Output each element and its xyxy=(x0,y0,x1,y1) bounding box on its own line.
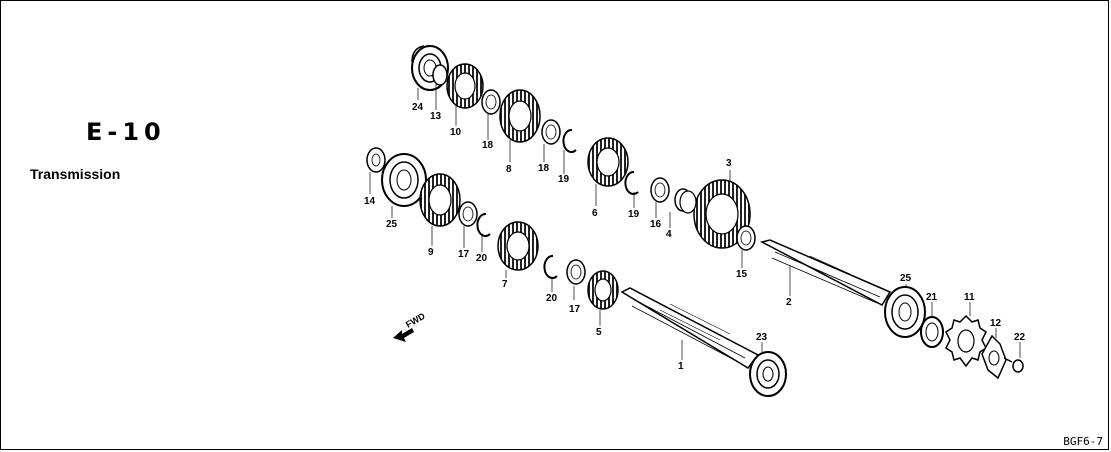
drawing-code: BGF6-7 xyxy=(1063,435,1103,448)
bearing-25-upper xyxy=(381,153,427,207)
fwd-label: FWD xyxy=(404,311,427,330)
callout-8: 8 xyxy=(506,164,512,175)
callout-21: 21 xyxy=(926,292,938,303)
callout-5: 5 xyxy=(596,327,602,338)
callout-2: 2 xyxy=(786,297,792,308)
washer-13 xyxy=(432,64,448,86)
gear-10 xyxy=(446,63,484,109)
callout-25-b: 25 xyxy=(900,273,912,284)
drive-sprocket-11 xyxy=(945,314,987,368)
callout-25-a: 25 xyxy=(386,219,398,230)
callout-6: 6 xyxy=(592,208,598,219)
callout-16: 16 xyxy=(650,219,662,230)
circlip-19-b xyxy=(624,170,639,195)
washer-17-a xyxy=(458,201,478,227)
callout-10: 10 xyxy=(450,127,462,138)
callout-20-a: 20 xyxy=(476,253,488,264)
callout-17-a: 17 xyxy=(458,249,470,260)
leader-lines xyxy=(369,84,1021,360)
callout-19-a: 19 xyxy=(558,174,570,185)
callout-1: 1 xyxy=(678,361,684,372)
callout-3: 3 xyxy=(726,158,732,169)
bolt-22 xyxy=(1003,357,1024,373)
bearing-25-lower xyxy=(884,286,926,338)
gear-7 xyxy=(497,221,539,271)
callout-14: 14 xyxy=(364,196,376,207)
callout-18-a: 18 xyxy=(482,140,494,151)
callout-20-b: 20 xyxy=(546,293,558,304)
circlip-20-b xyxy=(543,254,558,279)
washer-18-b xyxy=(541,119,561,145)
callout-11: 11 xyxy=(964,292,975,303)
section-title: Transmission xyxy=(30,166,121,182)
washer-18-a xyxy=(481,89,501,115)
callout-24: 24 xyxy=(412,102,424,113)
circlip-19-a xyxy=(562,128,577,153)
gear-9 xyxy=(419,173,461,227)
washer-15 xyxy=(736,225,756,251)
mainshaft xyxy=(620,287,760,369)
gear-5 xyxy=(587,270,619,310)
washer-14 xyxy=(366,147,386,173)
section-code: E-10 xyxy=(86,118,166,146)
bearing-23 xyxy=(749,351,787,397)
washer-17-b xyxy=(566,259,586,285)
callout-15: 15 xyxy=(736,269,748,280)
oil-seal-21 xyxy=(920,316,944,348)
gear-6 xyxy=(587,137,629,187)
gear-3 xyxy=(693,179,751,249)
callout-numbers: 24 13 10 18 8 18 19 6 19 16 4 3 15 2 14 … xyxy=(364,102,1026,372)
callout-23: 23 xyxy=(756,332,768,343)
fixing-plate-12 xyxy=(981,334,1007,380)
callout-18-b: 18 xyxy=(538,163,550,174)
bushing-4 xyxy=(674,188,697,214)
callout-19-b: 19 xyxy=(628,209,640,220)
circlip-20-a xyxy=(476,212,491,237)
callout-13: 13 xyxy=(430,111,442,122)
callout-7: 7 xyxy=(502,279,508,290)
callout-4: 4 xyxy=(666,229,672,240)
callout-17-b: 17 xyxy=(569,304,581,315)
callout-12: 12 xyxy=(990,318,1002,329)
washer-16 xyxy=(650,177,670,203)
fwd-arrow-icon: FWD xyxy=(393,311,427,342)
gear-8 xyxy=(499,89,541,143)
callout-9: 9 xyxy=(428,247,434,258)
countershaft xyxy=(759,239,892,306)
callout-22: 22 xyxy=(1014,332,1026,343)
